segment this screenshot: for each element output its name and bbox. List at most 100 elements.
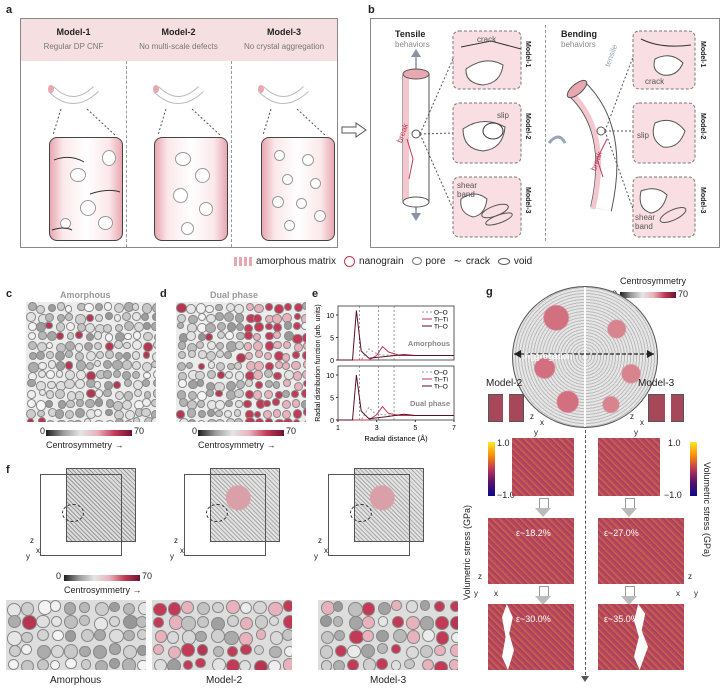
tensile-side-model1: Model-1 <box>524 41 531 68</box>
panel-c-title: Amorphous <box>60 290 111 300</box>
g-axis-z-right: z <box>630 412 634 421</box>
g-cbar-title: Centrosymmetry <box>620 276 687 286</box>
cbar-f-max: 70 <box>142 571 153 581</box>
right-arrow-icon <box>341 122 367 138</box>
series-Ti–Ti-line <box>338 405 454 421</box>
down-arrow-icon <box>535 508 551 517</box>
model3-subtitle: No crystal aggregation <box>243 42 325 51</box>
rdf-plot-frame <box>337 365 455 421</box>
x-tick-label: 1 <box>336 425 340 432</box>
bent-fibers-illustration <box>48 85 326 136</box>
g-divider <box>585 430 586 680</box>
cbar-c-label: Centrosymmetry → <box>46 440 124 450</box>
axis-x-label: x <box>324 546 328 555</box>
stress-colorbar-left <box>488 442 495 496</box>
tensile-subtitle: behaviors <box>395 40 430 49</box>
simulation-box-0 <box>66 468 136 542</box>
g-model3-label: Model-3 <box>638 378 675 389</box>
model3-stress-1 <box>598 518 684 584</box>
panel-d-title: Dual phase <box>210 290 259 300</box>
x-tick-label: 7 <box>452 425 456 432</box>
legend-entry: Ti–Ti <box>434 317 448 324</box>
amorphous-zoom-image <box>6 600 146 670</box>
aggregation-label: Aggregation <box>524 351 573 361</box>
cbar-d-min: 0 <box>192 426 198 436</box>
crack-icon: ∼ <box>453 255 462 267</box>
g-coord-y-left: y <box>474 589 478 598</box>
cbar-f-min: 0 <box>56 571 62 581</box>
model2-strain-1: ε~18.2% <box>516 528 551 538</box>
panel-label-d: d <box>160 288 167 300</box>
panel-label-c: c <box>6 288 13 300</box>
selection-circle <box>206 504 228 522</box>
centrosymmetry-colorbar-f <box>64 575 140 581</box>
tensile-side-model3: Model-3 <box>524 187 531 214</box>
axis-z-label: z <box>318 536 322 545</box>
selection-circle <box>350 504 372 522</box>
y-axis-label: Radial distribution function (arb. units… <box>315 304 322 422</box>
nanograin-icon <box>344 255 356 267</box>
rdf-plot-frame <box>337 305 455 361</box>
down-arrow-icon <box>621 596 637 605</box>
g-model2-label: Model-2 <box>486 378 523 389</box>
centrosymmetry-colorbar-g <box>620 292 676 298</box>
model2-subtitle: No multi-scale defects <box>139 42 218 51</box>
model2-strain-2: ε~30.0% <box>516 614 551 624</box>
model3-strain-1: ε~27.0% <box>604 528 639 538</box>
model3-stress-0 <box>598 438 660 496</box>
legend-entry: Ti–O <box>434 384 448 391</box>
legend-entry: Ti–Ti <box>434 377 448 384</box>
model2-stress-1 <box>488 518 574 584</box>
legend-void: void <box>513 255 533 267</box>
x-tick-label: 3 <box>375 425 379 432</box>
tensile-crack-label: crack <box>477 35 497 44</box>
stress-label-right: Volumetric stress (GPa) <box>702 462 712 558</box>
stress-colorbar-right <box>690 442 697 496</box>
cbar-c-min: 0 <box>40 426 46 436</box>
model2-zoom-image <box>152 600 292 670</box>
series-O–O-line <box>338 406 454 421</box>
legend-nanograin: nanograin <box>359 255 404 267</box>
series-Ti–Ti-line <box>338 345 454 361</box>
tensile-shear-label: shear band <box>457 181 478 199</box>
model2-stress-0 <box>512 438 574 496</box>
model2-header: Model-2 No multi-scale defects <box>126 19 232 61</box>
stress-right-min: −1.0 <box>664 490 682 500</box>
panel-label-b: b <box>368 4 375 16</box>
y-tick-label: 0 <box>330 418 334 425</box>
legend: amorphous matrix nanograin pore ∼ crack … <box>234 255 532 267</box>
bending-side-model3: Model-3 <box>699 187 706 214</box>
pore-icon <box>411 257 422 265</box>
bending-title: Bending <box>561 29 597 39</box>
g-coord-y-right: y <box>694 589 698 598</box>
tensile-slip-label: slip <box>497 111 510 120</box>
axis-x-label: x <box>180 546 184 555</box>
model3-strain-2: ε~35.0% <box>604 614 639 624</box>
caption-amorphous: Amorphous <box>50 675 102 686</box>
legend-crack: crack <box>465 255 490 267</box>
legend-amorphous: amorphous matrix <box>256 255 337 267</box>
panel-label-g: g <box>486 286 493 298</box>
model2-3d-box <box>488 393 524 423</box>
model3-zoom-image <box>318 600 458 670</box>
panel-label-f: f <box>6 464 10 476</box>
axis-z-label: z <box>174 536 178 545</box>
model1-title: Model-1 <box>56 27 91 37</box>
cbar-f-label: Centrosymmetry → <box>64 585 142 595</box>
stress-right-max: 1.0 <box>668 438 681 448</box>
legend-entry: Ti–O <box>434 324 448 331</box>
g-cbar-max: 70 <box>678 289 689 299</box>
panel-label-a: a <box>6 4 13 16</box>
void-icon <box>497 257 510 265</box>
model3-sample <box>261 137 335 241</box>
amorphous-atoms-image <box>26 302 156 422</box>
g-coord-z-left: z <box>478 572 482 581</box>
g-axis-z-left: z <box>530 412 534 421</box>
g-coord-x-right: x <box>676 589 680 598</box>
model3-header: Model-3 No crystal aggregation <box>231 19 337 61</box>
y-tick-label: 0 <box>330 358 334 365</box>
g-axis-y-left: y <box>534 428 538 437</box>
panel-b-illustration <box>402 30 696 238</box>
stress-left-min: −1.0 <box>497 490 515 500</box>
